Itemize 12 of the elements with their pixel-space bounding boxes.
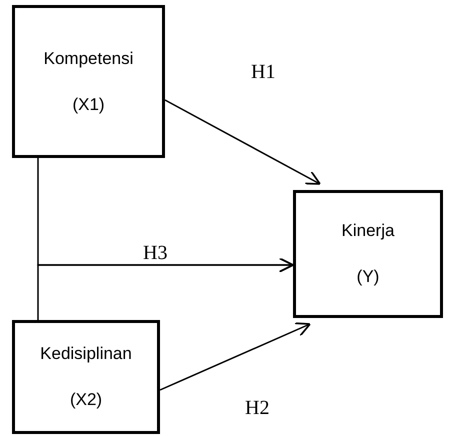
variable-box <box>12 5 165 158</box>
variable-label: Kedisiplinan <box>40 344 132 364</box>
variable-label: (X1) <box>72 94 105 114</box>
variable-label: (X2) <box>70 390 102 410</box>
variable-label: (Y) <box>356 267 380 287</box>
variable-label: Kompetensi <box>44 48 134 68</box>
arrow <box>164 99 321 185</box>
arrow <box>37 257 294 320</box>
arrow <box>160 322 311 391</box>
variable-label: Kinerja <box>342 221 394 241</box>
variable-box <box>12 320 160 434</box>
variable-box <box>293 190 443 318</box>
